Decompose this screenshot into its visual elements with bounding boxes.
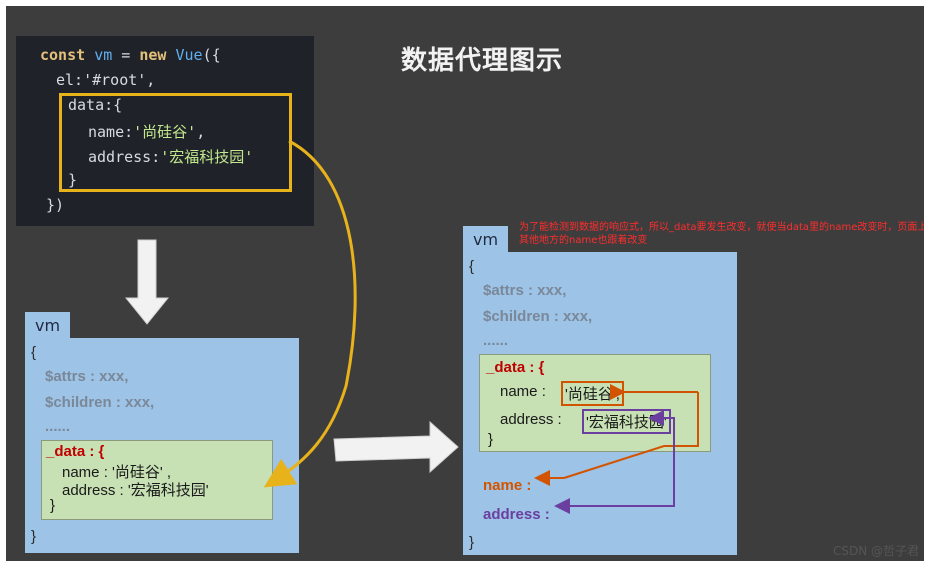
code-line-5: address:'宏福科技园' <box>88 146 253 167</box>
address-proxy-arrow <box>554 417 675 514</box>
code-type: Vue <box>175 46 203 64</box>
code-line-3: data:{ <box>68 96 123 114</box>
code-address-val: '宏福科技园' <box>160 148 254 166</box>
right-vm-dots: ...... <box>483 332 509 349</box>
right-vm-children: $children : xxx, <box>483 308 593 325</box>
code-line-2: el:'#root', <box>56 71 156 89</box>
left-data-key: _data : { <box>46 443 105 460</box>
right-data-box: _data : { name : '尚硅谷', address : '宏福科技园… <box>479 354 711 452</box>
code-name-key: name: <box>88 123 134 141</box>
page-title: 数据代理图示 <box>401 46 564 76</box>
right-data-name-key: name : <box>500 383 551 400</box>
left-vm-attrs: $attrs : xxx, <box>45 368 129 385</box>
right-data-address-val: '宏福科技园' <box>582 409 671 434</box>
left-vm-children: $children : xxx, <box>45 394 155 411</box>
code-tail: ({ <box>202 46 221 64</box>
right-vm-tab: vm <box>463 226 509 253</box>
right-data-address-key: address : <box>500 411 566 428</box>
name-proxy-arrow <box>563 392 699 479</box>
left-vm-panel: { $attrs : xxx, $children : xxx, ...... … <box>25 338 299 553</box>
code-name-val: '尚硅谷' <box>133 123 197 141</box>
down-arrow-icon <box>124 239 170 325</box>
watermark: CSDN @哲子君 <box>832 544 919 558</box>
code-var: vm <box>94 46 113 64</box>
proxy-address-label: address : <box>483 506 550 523</box>
explanation-note: 为了能检测到数据的响应式，所以_data要发生改变，就使当data里的name改… <box>519 222 924 246</box>
left-data-address: address : '宏福科技园' <box>62 482 209 499</box>
code-comma: , <box>196 123 206 141</box>
code-keyword-const: const <box>40 46 86 64</box>
right-vm-close: } <box>469 534 475 551</box>
left-data-box: _data : { name : '尚硅谷' , address : '宏福科技… <box>41 440 273 520</box>
code-line-4: name:'尚硅谷', <box>88 121 205 142</box>
left-vm-tab: vm <box>25 312 71 339</box>
left-vm-dots: ...... <box>45 418 71 435</box>
right-vm-open: { <box>469 258 475 275</box>
proxy-name-label: name : <box>483 477 532 494</box>
code-line-7: }) <box>46 196 65 214</box>
right-data-key: _data : { <box>486 359 545 376</box>
left-data-name: name : '尚硅谷' , <box>62 464 172 481</box>
right-vm-attrs: $attrs : xxx, <box>483 282 567 299</box>
right-vm-panel: { $attrs : xxx, $children : xxx, ...... … <box>463 252 737 555</box>
code-eq: = <box>121 46 131 64</box>
diagram-slide: const vm = new Vue({ el:'#root', data:{ … <box>6 6 924 561</box>
arrows-overlay <box>124 139 699 514</box>
yellow-curve-arrow <box>263 139 357 488</box>
right-data-close: } <box>488 431 494 448</box>
left-vm-open: { <box>31 344 37 361</box>
left-vm-close: } <box>31 528 37 545</box>
code-line-6: } <box>68 171 78 189</box>
code-keyword-new: new <box>139 46 167 64</box>
right-arrow-icon <box>333 420 459 474</box>
left-data-close: } <box>50 497 56 514</box>
code-address-key: address: <box>88 148 161 166</box>
code-line-1: const vm = new Vue({ <box>40 46 221 64</box>
